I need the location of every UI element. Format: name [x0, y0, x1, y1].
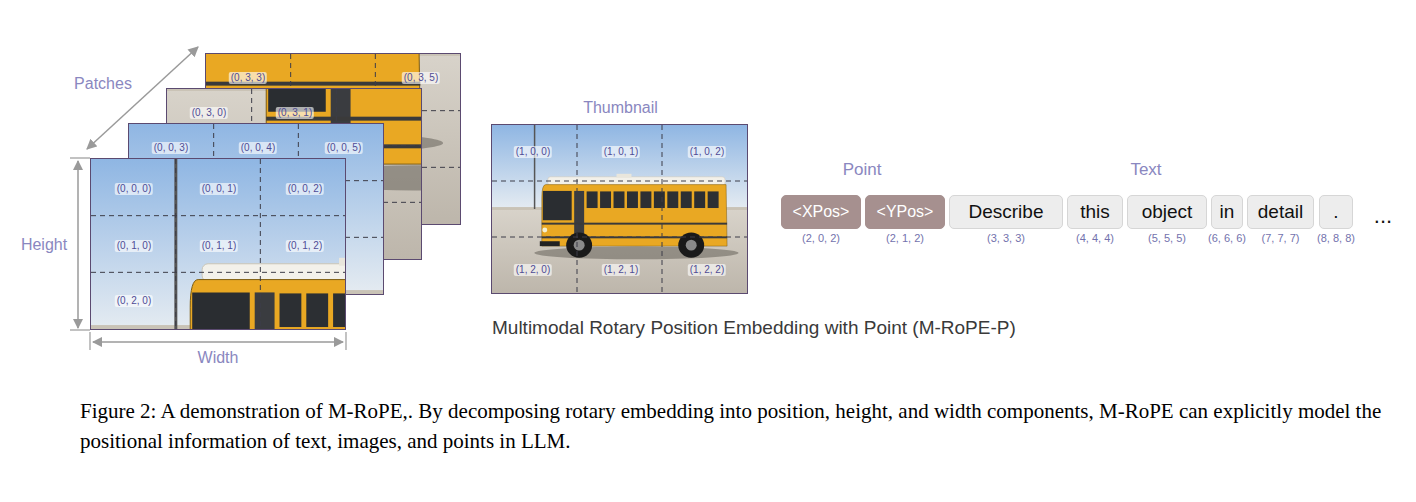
width-arrow — [93, 341, 343, 343]
position-index: (0, 3, 5) — [402, 72, 440, 84]
group-label: Text — [1130, 160, 1161, 180]
patch-grid-line — [206, 167, 460, 168]
dimension-tick — [345, 332, 346, 350]
text-token: detail(7, 7, 7) — [1247, 195, 1314, 229]
thumbnail-image: Thumbnail(1, 0, 0)(1, 0, 1)(1, 0, 2)(1, … — [491, 124, 748, 294]
point-token: <XPos>(2, 0, 2) — [781, 195, 861, 229]
group-label: Point — [843, 160, 882, 180]
axis-label: Patches — [74, 75, 132, 93]
dimension-tick — [70, 157, 90, 158]
position-index: (0, 2, 0) — [115, 295, 153, 307]
patch-grid-line — [206, 110, 460, 111]
position-index: (1, 2, 0) — [514, 264, 552, 276]
position-index: (0, 1, 0) — [115, 240, 153, 252]
patch-grid-line — [213, 124, 214, 294]
patch-grid-line — [336, 89, 337, 259]
position-index: (0, 0, 2) — [286, 183, 324, 195]
patch-grid-line — [175, 159, 176, 329]
position-index: (0, 3, 0) — [190, 107, 228, 119]
token-text: <XPos> — [793, 203, 850, 221]
token-text: . — [1333, 201, 1338, 223]
dimension-tick — [89, 332, 90, 350]
patch-grid-line — [492, 181, 747, 182]
position-index: (0, 0, 3) — [152, 142, 190, 154]
patch-grid-line — [129, 237, 383, 238]
patch-grid-line — [251, 89, 252, 259]
axis-label: Width — [198, 349, 239, 367]
token-text: object — [1142, 201, 1193, 223]
position-index: (1, 0, 1) — [602, 146, 640, 158]
figure-title: Multimodal Rotary Position Embedding wit… — [492, 316, 1016, 340]
token-text: this — [1080, 201, 1110, 223]
patch-grid-line — [167, 202, 421, 203]
ellipsis: ... — [1374, 203, 1392, 229]
token-text: <YPos> — [877, 203, 934, 221]
patch-grid-line — [91, 272, 345, 273]
patch-grid-line — [167, 145, 421, 146]
patch-grid-line — [492, 237, 747, 238]
position-index: (1, 2, 1) — [602, 264, 640, 276]
position-index: (0, 0, 4) — [239, 142, 277, 154]
position-index: (0, 0, 5) — [325, 142, 363, 154]
position-index: (1, 2, 2) — [688, 264, 726, 276]
bus-photo — [91, 159, 345, 329]
patch-grid-line — [577, 125, 578, 293]
position-index: (0, 3, 1) — [276, 107, 314, 119]
patch-grid-line — [91, 215, 345, 216]
position-index: (0, 3, 3) — [229, 72, 267, 84]
position-index: (1, 0, 2) — [688, 146, 726, 158]
position-index: (5, 5, 5) — [1148, 232, 1186, 245]
patch-grid-line — [662, 125, 663, 293]
token-text: in — [1220, 201, 1235, 223]
position-index: (0, 0, 0) — [115, 183, 153, 195]
height-arrow — [77, 161, 79, 328]
patch-grid-line — [260, 159, 261, 329]
patch-grid-line — [129, 180, 383, 181]
token-text: detail — [1258, 201, 1303, 223]
position-index: (2, 1, 2) — [886, 232, 924, 245]
position-index: (8, 8, 8) — [1317, 232, 1355, 245]
figure-caption: Figure 2: A demonstration of M-RoPE,. By… — [80, 396, 1406, 456]
position-index: (4, 4, 4) — [1076, 232, 1114, 245]
text-token: object(5, 5, 5) — [1127, 195, 1207, 229]
text-token: in(6, 6, 6) — [1211, 195, 1243, 229]
text-token: .(8, 8, 8) — [1319, 195, 1353, 229]
position-index: (6, 6, 6) — [1208, 232, 1246, 245]
position-index: (7, 7, 7) — [1262, 232, 1300, 245]
position-index: (1, 0, 0) — [514, 146, 552, 158]
point-token: <YPos>(2, 1, 2) — [865, 195, 945, 229]
dimension-tick — [70, 329, 90, 330]
bus-photo — [492, 125, 747, 293]
bus-photo — [167, 89, 421, 259]
position-index: (2, 0, 2) — [802, 232, 840, 245]
text-token: this(4, 4, 4) — [1067, 195, 1123, 229]
position-index: (0, 1, 1) — [200, 240, 238, 252]
patch-grid-line — [375, 54, 376, 224]
patch-grid-line — [298, 124, 299, 294]
image-heading: Thumbnail — [583, 98, 658, 117]
bus-photo — [129, 124, 383, 294]
position-index: (0, 1, 2) — [286, 240, 324, 252]
axis-label: Height — [21, 236, 67, 254]
position-index: (0, 0, 1) — [200, 183, 238, 195]
token-text: Describe — [969, 201, 1044, 223]
bus-photo — [206, 54, 460, 224]
image-patch: (0, 0, 0) (0, 0, 1) (0, 0, 2) (0, 1, 0) (0, … — [90, 158, 346, 330]
patch-grid-line — [290, 54, 291, 224]
position-index: (3, 3, 3) — [987, 232, 1025, 245]
text-token: Describe(3, 3, 3) — [949, 195, 1063, 229]
